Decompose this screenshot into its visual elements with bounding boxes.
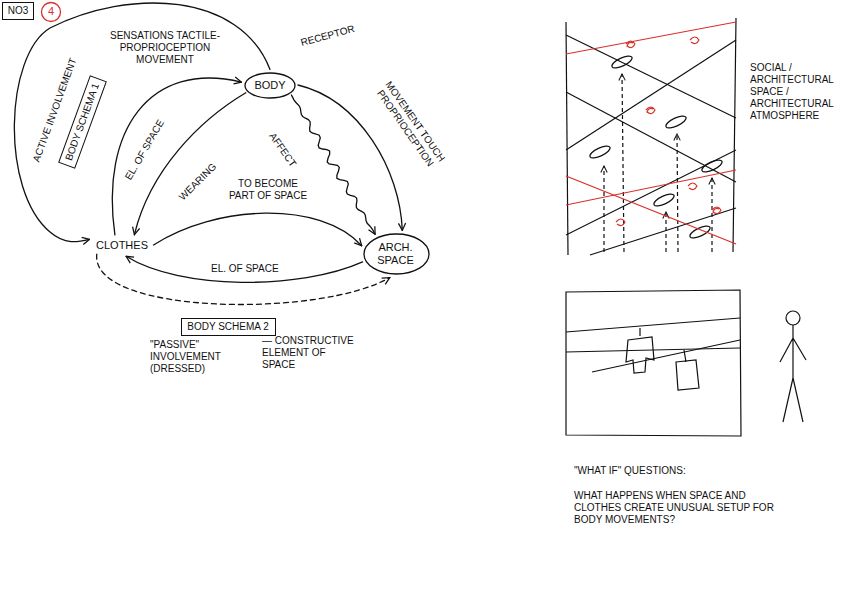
body-circle: BODY: [244, 72, 296, 99]
edge-label: SENSATIONS TACTILE-PROPRIOCEPTION MOVEME…: [90, 30, 240, 66]
atmosphere-scribble: [616, 219, 625, 226]
atmosphere-line: [566, 22, 736, 54]
atmosphere-scribble: [712, 207, 721, 214]
sketch-caption: SOCIAL / ARCHITECTURAL SPACE / ARCHITECT…: [750, 62, 860, 122]
relation-arrow: [112, 78, 241, 235]
stretched-line: [592, 340, 740, 372]
edge-label: EL. OF SPACE: [209, 263, 281, 275]
atmosphere-sketch: [566, 22, 736, 244]
hanging-shirt: [626, 328, 654, 373]
wall-line: [566, 22, 568, 255]
annotation-text: — CONSTRUCTIVE ELEMENT OF SPACE: [262, 335, 358, 371]
page-number: 4: [48, 5, 54, 18]
atmosphere-scribble: [688, 183, 697, 190]
person-mark: [588, 144, 611, 161]
node-label: BODY: [254, 79, 286, 92]
annotation-text: "PASSIVE" INVOLVEMENT (DRESSED): [150, 339, 258, 375]
relation-arrow: [134, 93, 245, 235]
clothes-space-sketch: [566, 290, 806, 436]
wall-line: [733, 18, 736, 252]
node-ellipse: [245, 73, 295, 98]
relation-arrow: [154, 213, 362, 246]
affect-wave: [291, 95, 375, 234]
node-label: ARCH. SPACE: [374, 241, 418, 267]
atmosphere-scribble: [646, 107, 655, 114]
hanging-garment: [676, 350, 699, 390]
movement-arrow: [665, 212, 666, 252]
stretched-line: [566, 318, 740, 332]
person-mark: [664, 114, 687, 131]
movement-arrow: [711, 178, 712, 252]
annotation-text: WEARING: [177, 161, 219, 203]
stick-figure: [780, 325, 806, 422]
edge-label: AFFECT: [265, 129, 299, 171]
node-outline: [363, 233, 430, 275]
node-label: BODY SCHEMA 2: [187, 321, 270, 333]
edge-label: TO BECOME PART OF SPACE: [225, 178, 311, 202]
sight-line: [566, 40, 736, 150]
question-heading: "WHAT IF" QUESTIONS:: [574, 465, 686, 477]
atmosphere-line: [566, 176, 736, 244]
atmosphere-scribble: [690, 37, 699, 44]
atmosphere-scribble: [626, 41, 635, 48]
person-mark: [652, 192, 675, 209]
figure-head: [786, 311, 800, 325]
edge-label: MOVEMENT TOUCH PROPRIOCEPTION: [360, 61, 460, 189]
question-text: WHAT HAPPENS WHEN SPACE AND CLOTHES CREA…: [574, 490, 774, 526]
sheet-number-box: NO3: [2, 2, 34, 20]
person-mark: [610, 54, 633, 71]
number-circle: [42, 3, 61, 22]
atmosphere-line: [566, 170, 736, 205]
space-sketch: [566, 18, 736, 255]
node-ellipse: [364, 234, 429, 274]
movement-arrow: [603, 166, 604, 252]
arch-space-circle: ARCH. SPACE: [363, 233, 430, 275]
body-schema-box: BODY SCHEMA 2: [181, 318, 276, 336]
clothes-node: CLOTHES: [93, 237, 152, 254]
relation-arrow: [126, 256, 363, 282]
room-frame: [566, 290, 741, 436]
annotation-text: RECEPTOR: [299, 23, 356, 49]
dashed-arrow: [97, 254, 390, 304]
node-label: CLOTHES: [96, 239, 149, 252]
relation-arrow: [14, 3, 270, 242]
movement-arrow: [677, 134, 678, 252]
node-label: NO3: [7, 5, 29, 17]
sight-line: [566, 92, 736, 182]
node-label: BODY SCHEMA 1: [62, 81, 102, 163]
person-mark: [700, 158, 723, 175]
sight-line: [566, 150, 736, 235]
